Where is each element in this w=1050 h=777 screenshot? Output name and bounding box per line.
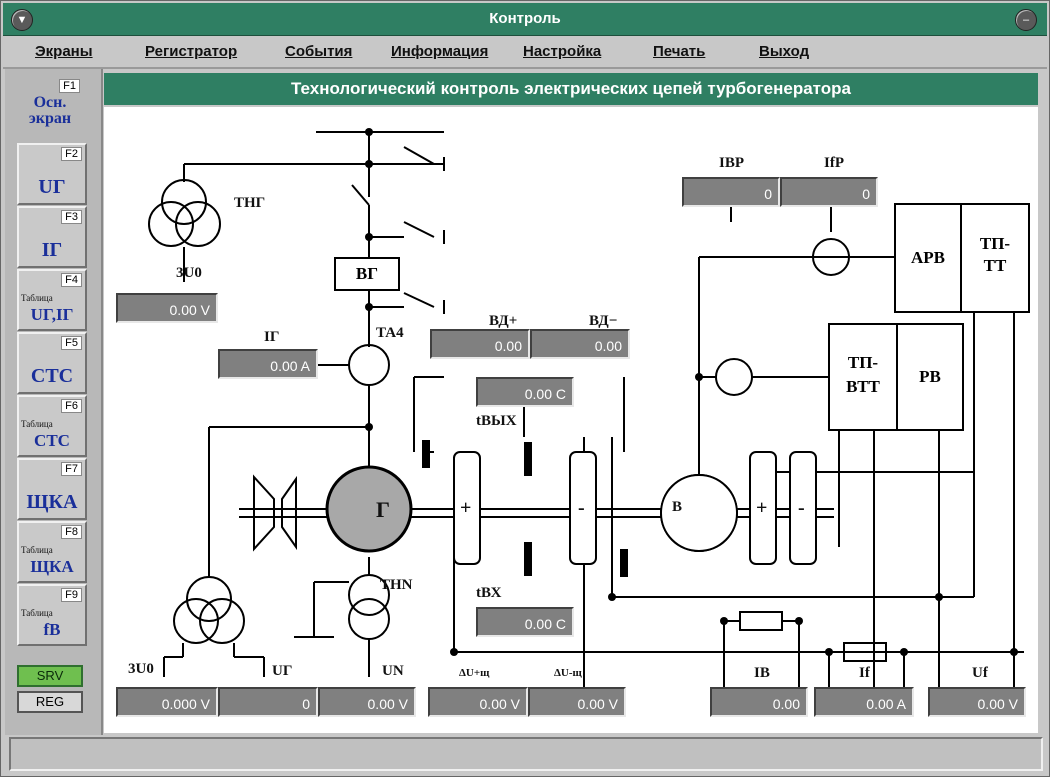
label-vd-plus: ВД+ [489, 313, 518, 329]
meter-if: 0.00 A [814, 687, 914, 717]
f8-table-shka-button[interactable]: F8 Таблица ЩКА [17, 521, 87, 583]
meter-ib: 0.00 [710, 687, 808, 717]
fkey-caption: fB [43, 620, 61, 639]
menu-recorder[interactable]: Регистратор [145, 43, 238, 60]
meter-uf: 0.00 V [928, 687, 1026, 717]
meter-if-r: 0 [780, 177, 878, 207]
minimize-icon[interactable]: – [1015, 9, 1037, 31]
label-thn: ТНN [380, 577, 413, 593]
meter-3u0-bottom: 0.000 V [116, 687, 218, 717]
ring-plus-1: + [460, 497, 472, 519]
f5-sts-button[interactable]: F5 СТС [17, 332, 87, 394]
ring-plus-2: + [756, 497, 768, 519]
f4-table-ug-ig-button[interactable]: F4 Таблица UГ,IГ [17, 269, 87, 331]
fkey-label: F5 [61, 336, 82, 350]
sidebar: F1 Осн. экран F2 UГ F3 IГ F4 Таблица UГ,… [5, 69, 103, 735]
fkey-caption: UГ,IГ [30, 305, 74, 324]
meter-ug-bottom: 0 [218, 687, 318, 717]
f9-table-fb-button[interactable]: F9 Таблица fB [17, 584, 87, 646]
label-du-plus: ΔU+щ [459, 667, 490, 679]
fkey-subcaption: Таблица [21, 293, 53, 303]
fkey-label: F2 [61, 147, 82, 161]
fkey-subcaption: Таблица [21, 419, 53, 429]
meter-t-in: 0.00 C [476, 607, 574, 637]
meter-t-out: 0.00 C [476, 377, 574, 407]
f1-main-screen-button[interactable]: F1 Осн. экран [17, 79, 83, 139]
fkey-caption: ЩКА [30, 557, 74, 576]
circuit-schematic [148, 128, 1024, 707]
label-un: UN [382, 663, 404, 679]
fkey-caption: СТС [34, 431, 70, 450]
label-t-out: tВЫХ [476, 413, 517, 429]
label-ig: IГ [264, 329, 280, 345]
label-vd-minus: ВД− [589, 313, 618, 329]
window-title: Контроль [489, 10, 561, 27]
f7-shka-button[interactable]: F7 ЩКА [17, 458, 87, 520]
meter-iv-r: 0 [682, 177, 780, 207]
reg-indicator[interactable]: REG [17, 691, 83, 713]
menu-settings[interactable]: Настройка [523, 43, 602, 60]
label-tng: ТНГ [234, 195, 266, 211]
f6-table-sts-button[interactable]: F6 Таблица СТС [17, 395, 87, 457]
label-if: If [859, 665, 870, 681]
menu-exit[interactable]: Выход [759, 43, 810, 60]
meter-ig: 0.00 A [218, 349, 318, 379]
label-ug-bottom: UГ [272, 663, 293, 679]
fkey-caption: ЩКА [26, 491, 78, 513]
rv-box: РВ [896, 323, 964, 431]
f2-ug-button[interactable]: F2 UГ [17, 143, 87, 205]
label-ib: IВ [754, 665, 770, 681]
meter-3u0-top: 0.00 V [116, 293, 218, 323]
menu-events[interactable]: События [285, 43, 353, 60]
label-uf: Uf [972, 665, 988, 681]
menu-print[interactable]: Печать [653, 43, 706, 60]
fkey-caption: UГ [38, 176, 66, 198]
tp-tt-box: ТП- ТТ [960, 203, 1030, 313]
label-generator: Г [376, 497, 390, 522]
fkey-label: F7 [61, 462, 82, 476]
menu-information[interactable]: Информация [391, 43, 489, 60]
vg-breaker: ВГ [334, 257, 400, 291]
fkey-label: F6 [61, 399, 82, 413]
ring-minus-2: - [798, 497, 805, 519]
electrical-diagram: ВГ АРВ ТП- ТТ ТП- ВТТ РВ ТНГ 3U0 IГ ТА4 … [104, 107, 1038, 733]
meter-un: 0.00 V [318, 687, 416, 717]
meter-du-plus: 0.00 V [428, 687, 528, 717]
label-if-r: IfР [824, 155, 844, 171]
label-t-in: tВХ [476, 585, 502, 601]
status-bar [9, 737, 1043, 771]
label-3u0-bottom: 3U0 [128, 661, 154, 677]
f3-ig-button[interactable]: F3 IГ [17, 206, 87, 268]
label-exciter: В [672, 499, 683, 515]
fkey-label: F9 [61, 588, 82, 602]
label-3u0-top: 3U0 [176, 265, 202, 281]
fkey-caption: СТС [30, 365, 74, 387]
page-title: Технологический контроль электрических ц… [104, 73, 1038, 105]
title-bar: ▼ Контроль – [3, 3, 1047, 36]
fkey-subcaption: Таблица [21, 545, 53, 555]
arv-box: АРВ [894, 203, 962, 313]
fkey-caption: Осн. экран [28, 94, 72, 127]
fkey-caption: IГ [41, 239, 63, 261]
menu-screens[interactable]: Экраны [35, 43, 93, 60]
fkey-label: F8 [61, 525, 82, 539]
srv-indicator[interactable]: SRV [17, 665, 83, 687]
fkey-subcaption: Таблица [21, 608, 53, 618]
label-ta4: ТА4 [376, 325, 404, 341]
fkey-label: F4 [61, 273, 82, 287]
menu-bar: Экраны Регистратор События Информация На… [3, 37, 1047, 69]
meter-vd-minus: 0.00 [530, 329, 630, 359]
label-du-minus: ΔU-щ [554, 667, 582, 679]
meter-du-minus: 0.00 V [528, 687, 626, 717]
tp-vtt-box: ТП- ВТТ [828, 323, 898, 431]
ring-minus-1: - [578, 497, 585, 519]
fkey-label: F1 [59, 79, 80, 93]
fkey-label: F3 [61, 210, 82, 224]
label-iv-r: IВР [719, 155, 745, 171]
meter-vd-plus: 0.00 [430, 329, 530, 359]
window-menu-icon[interactable]: ▼ [11, 9, 33, 31]
